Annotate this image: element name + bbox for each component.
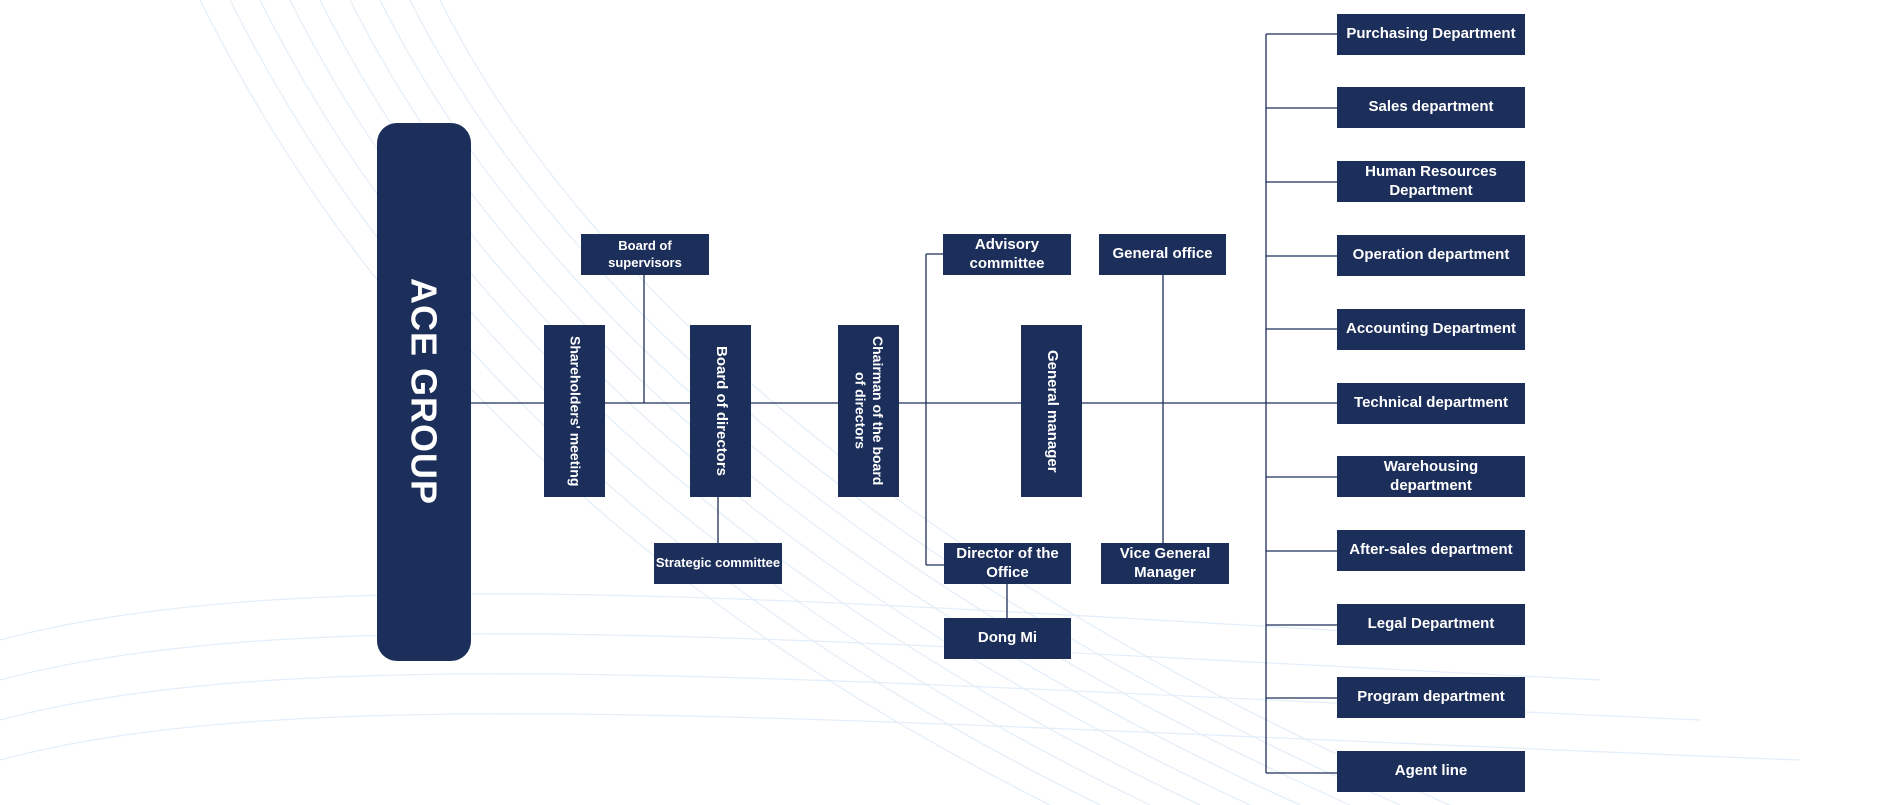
department-accounting: Accounting Department	[1337, 309, 1525, 350]
department-technical: Technical department	[1337, 383, 1525, 424]
company-node: ACE GROUP	[377, 123, 471, 661]
department-program: Program department	[1337, 677, 1525, 718]
department-agent-line: Agent line	[1337, 751, 1525, 792]
department-purchasing: Purchasing Department	[1337, 14, 1525, 55]
board-of-supervisors-node: Board of supervisors	[581, 234, 709, 275]
advisory-committee-node: Advisory committee	[943, 234, 1071, 275]
board-of-directors-node: Board of directors	[690, 325, 751, 497]
department-sales: Sales department	[1337, 87, 1525, 128]
chairman-node: Chairman of the board of directors	[838, 325, 899, 497]
company-name: ACE GROUP	[403, 278, 445, 506]
strategic-committee-node: Strategic committee	[654, 543, 782, 584]
department-human-resources: Human Resources Department	[1337, 161, 1525, 202]
department-legal: Legal Department	[1337, 604, 1525, 645]
general-office-node: General office	[1099, 234, 1226, 275]
department-after-sales: After-sales department	[1337, 530, 1525, 571]
shareholders-meeting-node: Shareholders' meeting	[544, 325, 605, 497]
vice-general-manager-node: Vice General Manager	[1101, 543, 1229, 584]
director-of-office-node: Director of the Office	[944, 543, 1071, 584]
dong-mi-node: Dong Mi	[944, 618, 1071, 659]
department-warehousing: Warehousing department	[1337, 456, 1525, 497]
general-manager-node: General manager	[1021, 325, 1082, 497]
department-operation: Operation department	[1337, 235, 1525, 276]
